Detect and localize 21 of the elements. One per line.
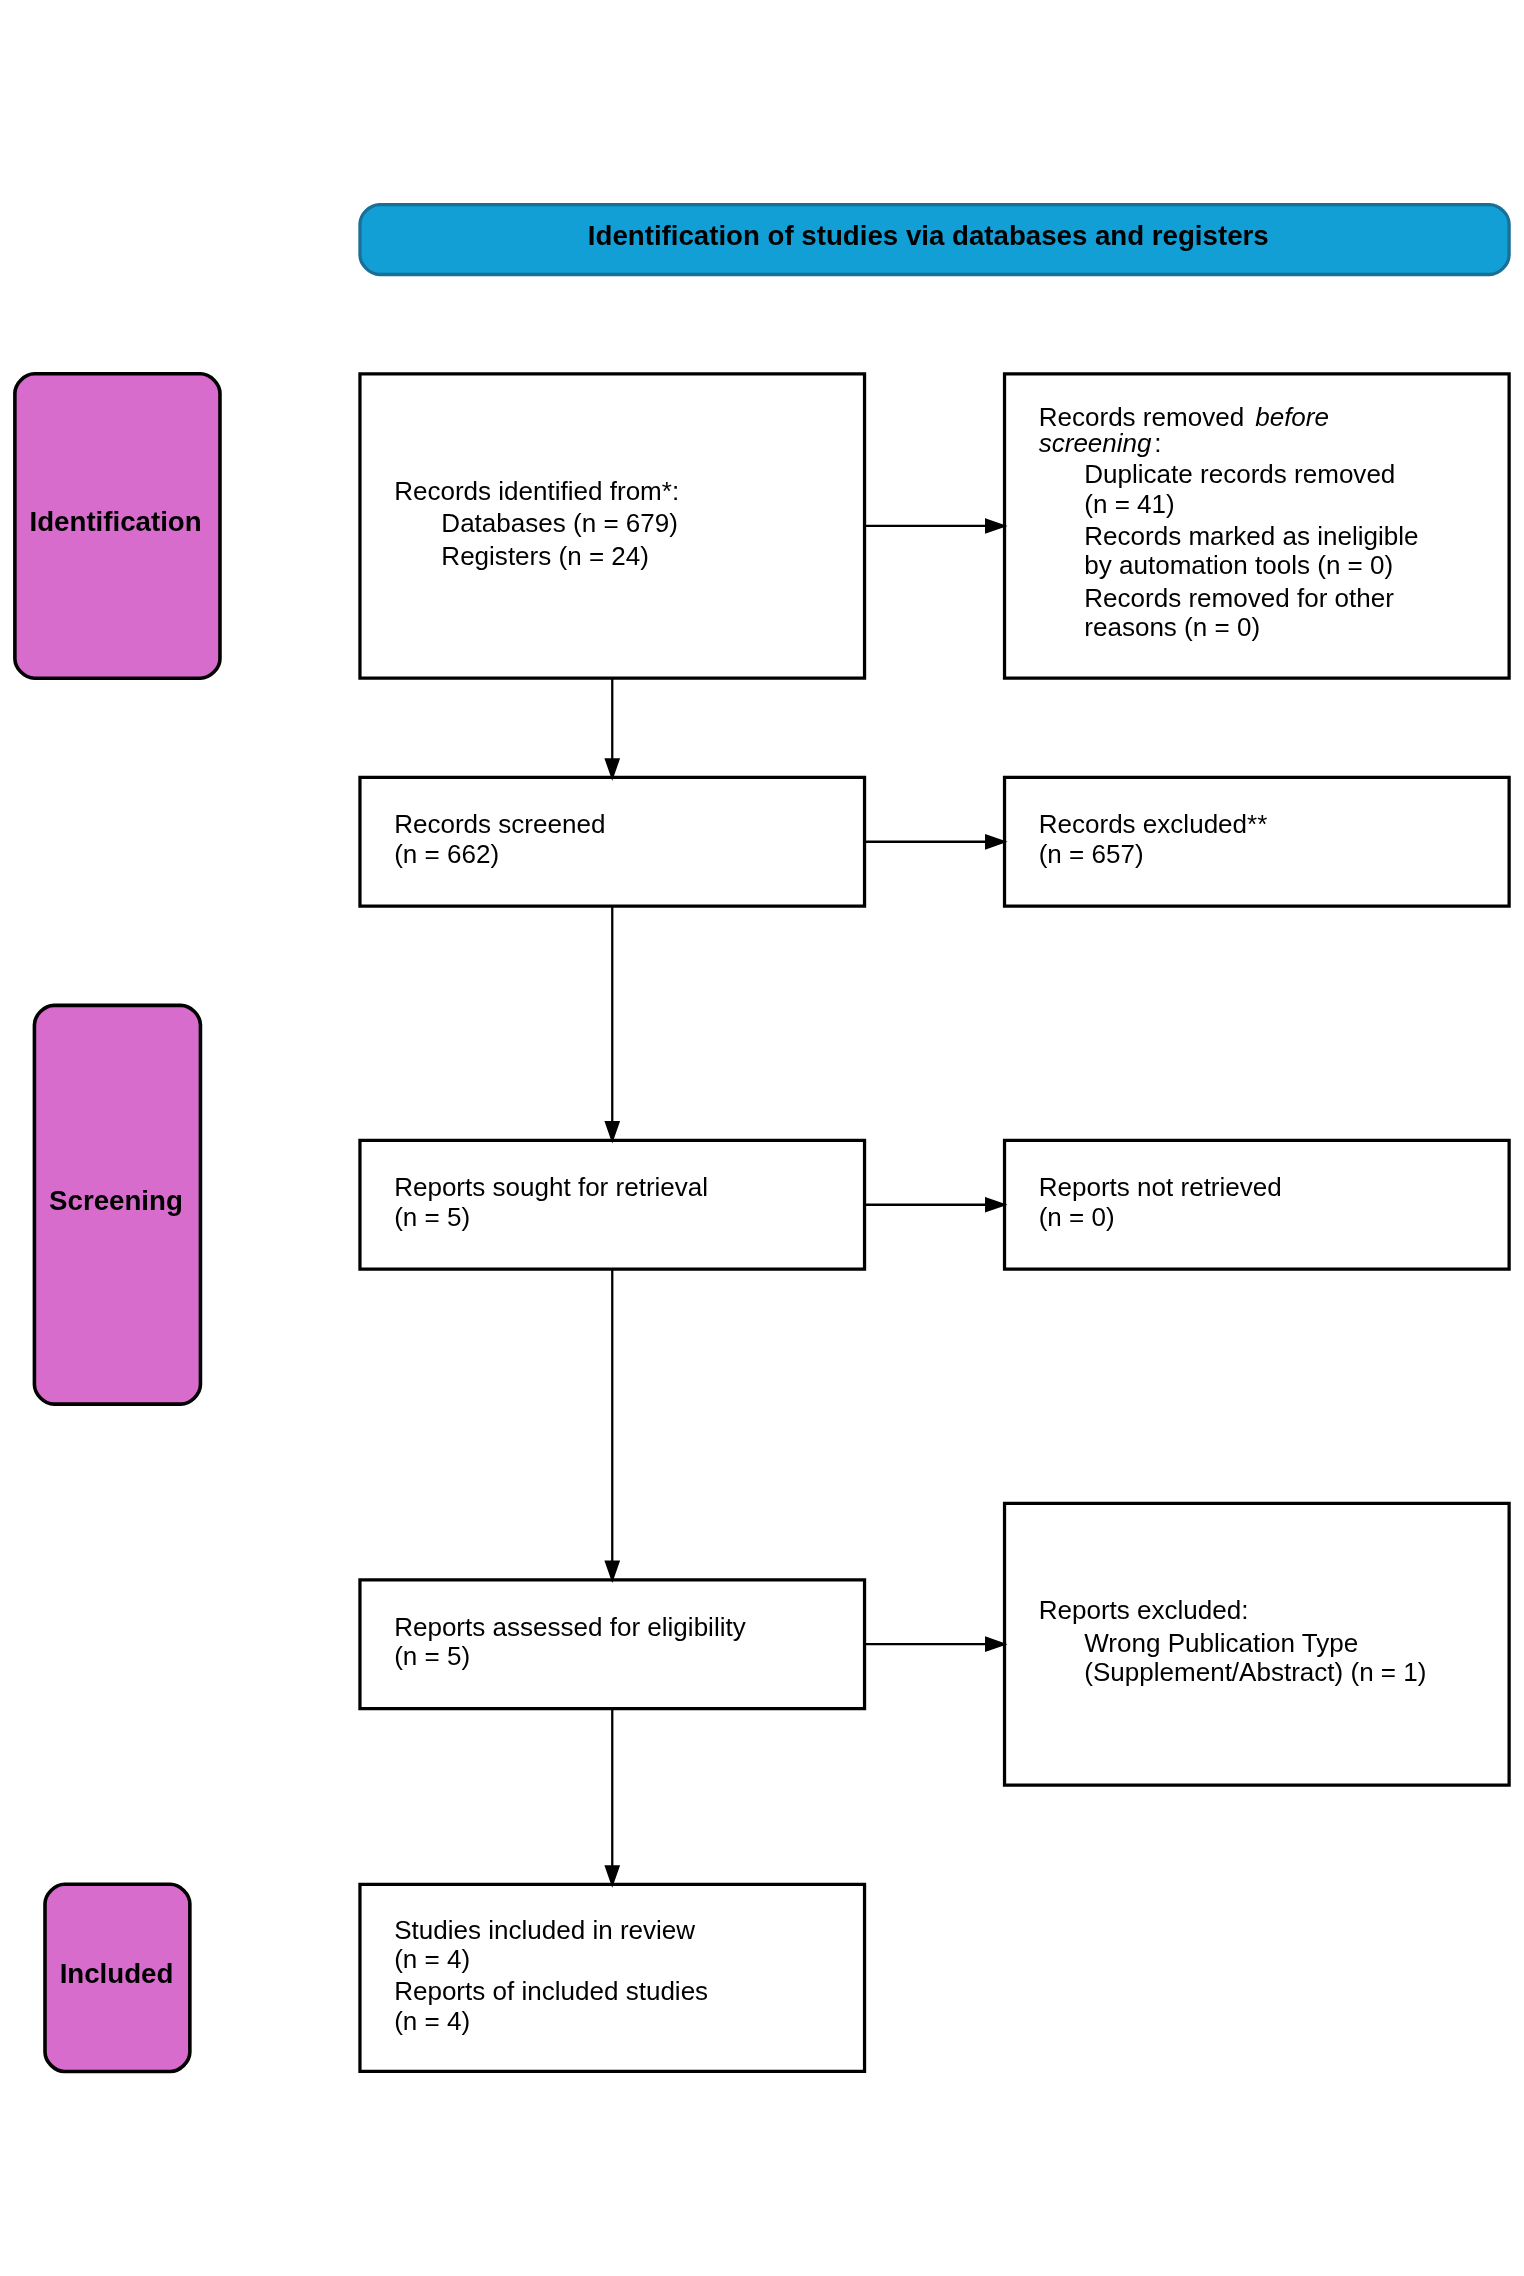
node-box: Studies included in review (n = 4) Reports of included studies (n = 4): [358, 1882, 867, 2074]
node-box: Records screened (n = 662): [358, 775, 867, 908]
arrow: [864, 518, 1008, 534]
arrow: [864, 1636, 1008, 1653]
arrow: [604, 906, 621, 1144]
node-box: Records excluded** (n = 657): [1002, 775, 1511, 908]
node-box: Identification: [13, 372, 222, 680]
node-box: Screening: [32, 1003, 203, 1406]
node-box: Identification of studies via databases and registers: [358, 202, 1511, 277]
node-box: Reports excluded: Wrong Publication Type (Supplement/Abstract) (n = 1): [1002, 1501, 1511, 1787]
node-box: Records identified from*: Databases (n = 679) Registers (n = 24): [358, 372, 867, 680]
arrow: [864, 833, 1008, 850]
node-box: Records removed before screening: Duplicate records removed (n = 41) Records marked as ineligible by automation tools (n = 0) Records removed for other reasons (n = 0): [1002, 372, 1511, 680]
node-box: Reports not retrieved (n = 0): [1002, 1138, 1511, 1271]
node-box: Included: [43, 1882, 192, 2074]
node-box: Reports sought for retrieval (n = 5): [358, 1138, 867, 1271]
arrow: [864, 1196, 1008, 1213]
arrow: [604, 1269, 621, 1584]
arrow: [604, 678, 621, 781]
arrow: [604, 1708, 621, 1888]
node-box: Reports assessed for eligibility (n = 5): [358, 1578, 867, 1711]
